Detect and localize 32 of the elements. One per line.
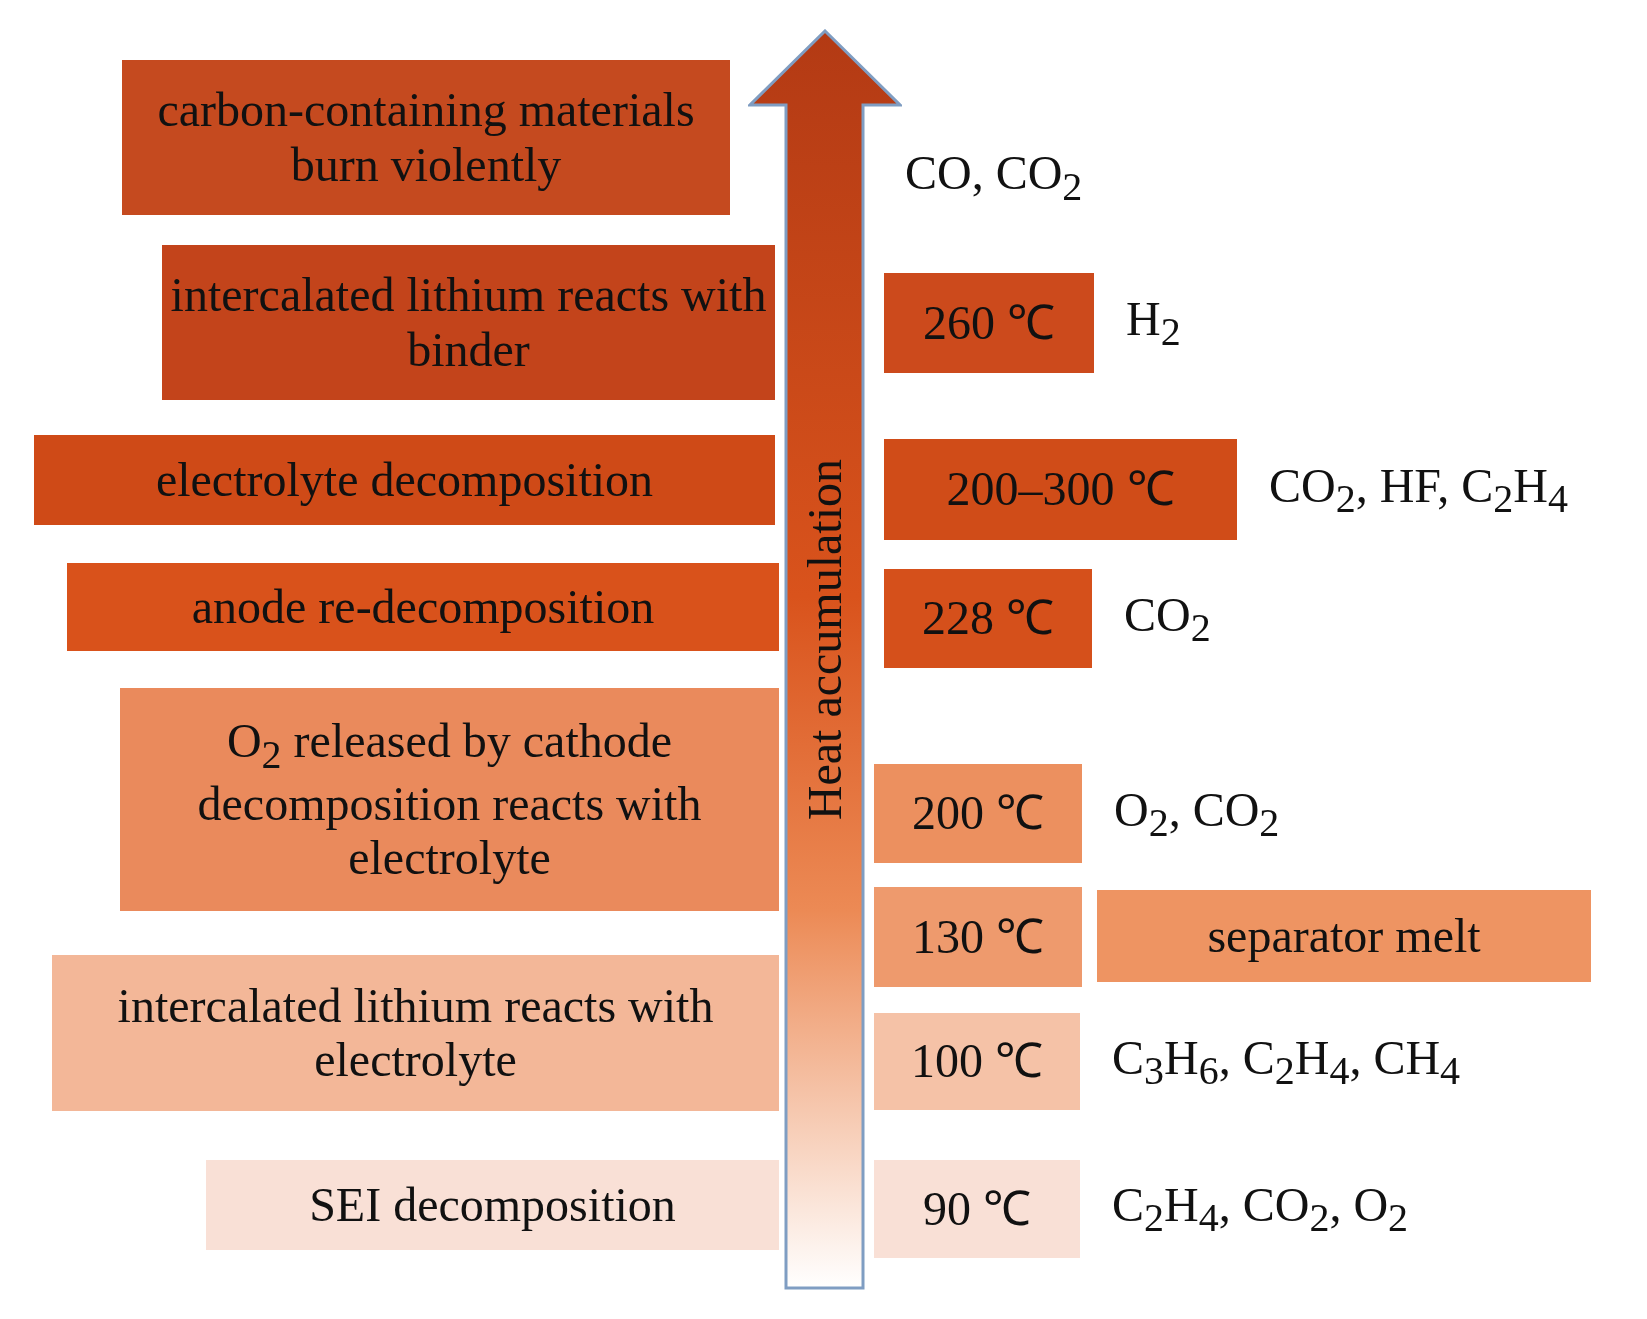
temperature-text: 200 ℃: [912, 786, 1044, 841]
process-box: [34, 435, 775, 525]
gas-products: H$_{2}$: [1126, 290, 1181, 356]
stage-text: anode re-decomposition: [191, 579, 655, 635]
temperature-text: 200–300 ℃: [946, 462, 1175, 517]
temperature-text: 130 ℃: [912, 909, 1044, 965]
process-box: [67, 563, 779, 651]
stage-text: intercalated lithium reacts with electrolyte: [116, 978, 715, 1088]
process-box: [206, 1160, 779, 1250]
stage-text: O$_{2}$ released by cathode decomposition reacts with electrolyte: [196, 713, 703, 886]
temperature-text: 100 ℃: [911, 1034, 1043, 1089]
process-box: [122, 60, 730, 215]
temperature-text: 228 ℃: [922, 591, 1054, 646]
process-box: [52, 955, 779, 1111]
temperature-box: [874, 887, 1082, 987]
stage-text: separator melt: [1207, 908, 1481, 964]
process-box: [162, 245, 775, 400]
process-box: [1097, 890, 1591, 982]
temperature-text: 260 ℃: [923, 295, 1055, 351]
stage-text: intercalated lithium reacts with binder: [169, 268, 768, 377]
stage-text: SEI decomposition: [309, 1177, 676, 1233]
gas-products: CO$_{2}$, HF, C$_{2}$H$_{4}$: [1269, 457, 1568, 522]
gas-products: C$_{3}$H$_{6}$, C$_{2}$H$_{4}$, CH$_{4}$: [1112, 1029, 1461, 1094]
gas-products: O$_{2}$, CO$_{2}$: [1114, 781, 1280, 846]
process-box: [120, 688, 779, 911]
arrow-label: Heat accumulation: [798, 459, 852, 821]
stage-text: electrolyte decomposition: [155, 452, 654, 508]
temperature-text: 90 ℃: [923, 1181, 1031, 1237]
gas-products: CO, CO$_{2}$: [905, 145, 1083, 210]
gas-products: C$_{2}$H$_{4}$, CO$_{2}$, O$_{2}$: [1112, 1176, 1409, 1242]
stage-text: carbon-containing materials burn violently: [156, 83, 696, 192]
gas-products: CO$_{2}$: [1124, 586, 1211, 651]
